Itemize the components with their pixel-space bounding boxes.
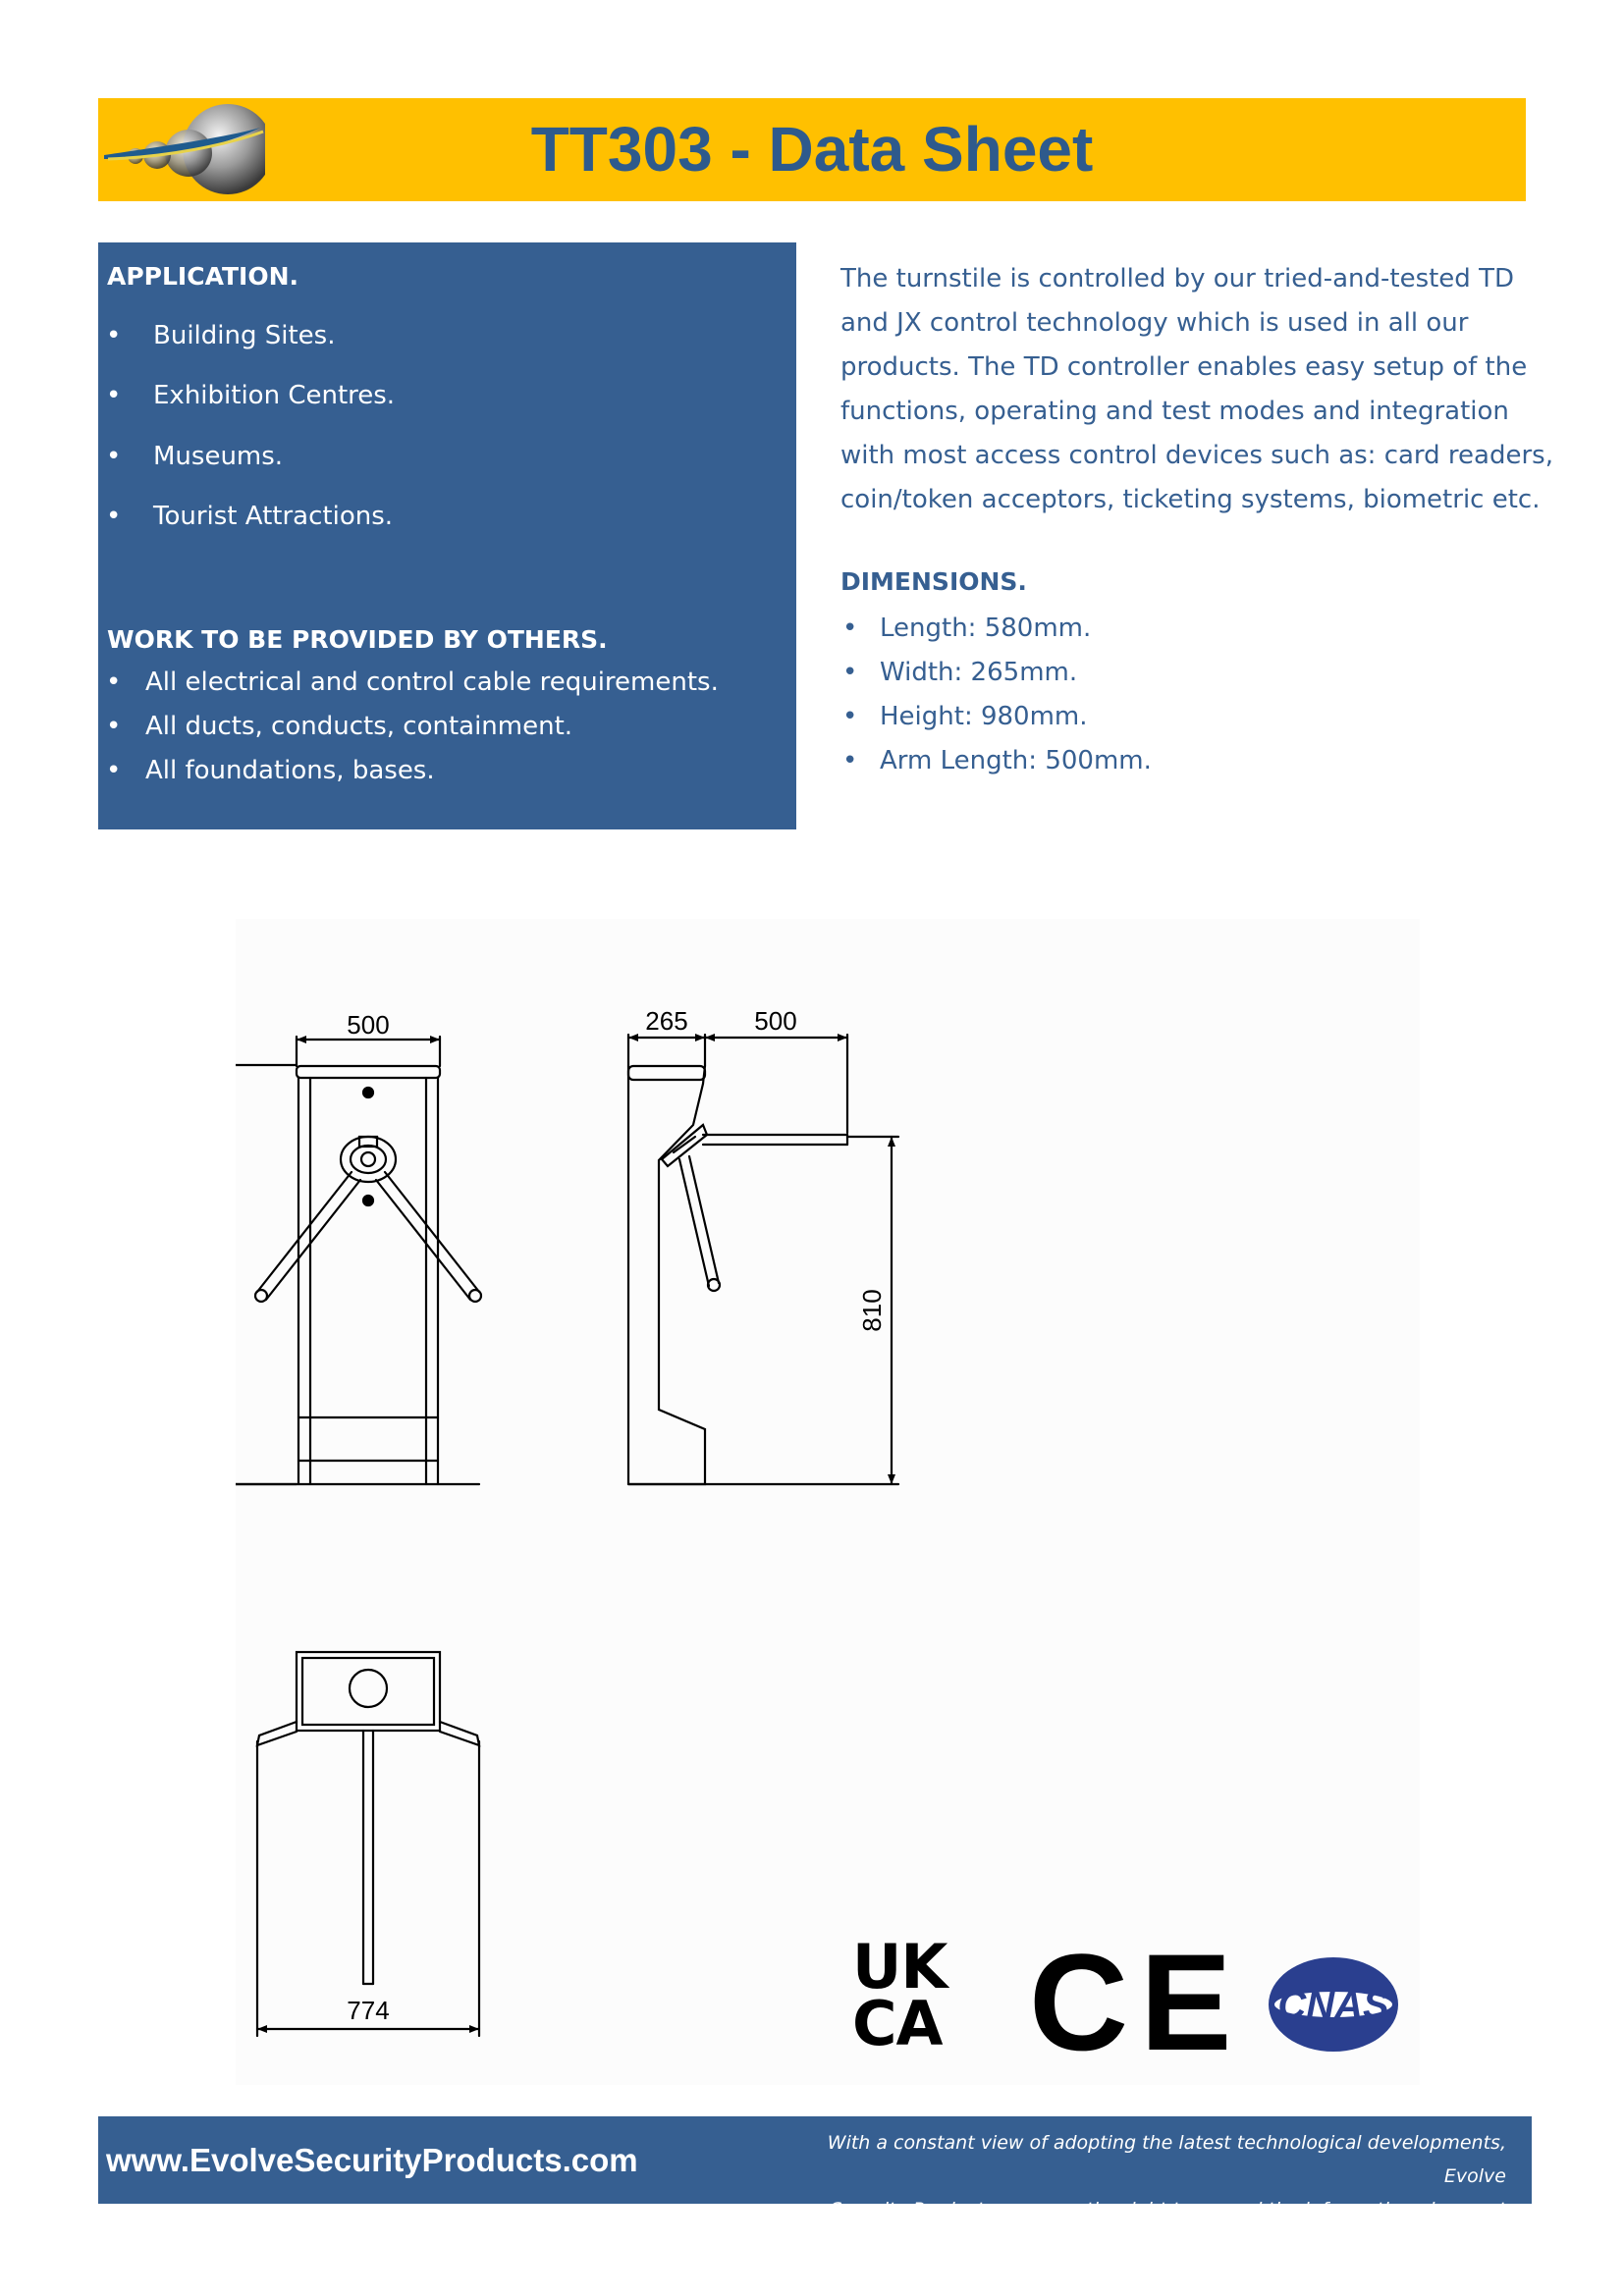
side-depth-label: 265 bbox=[645, 1006, 687, 1036]
side-arm-label: 500 bbox=[754, 1006, 796, 1036]
list-item: •Width: 265mm. bbox=[842, 658, 1078, 687]
dimensions-heading: DIMENSIONS. bbox=[840, 567, 1027, 596]
ukca-mark-icon: UK CA bbox=[852, 1931, 947, 2059]
description-block: The turnstile is controlled by our tried… bbox=[840, 257, 1553, 522]
page-title: TT303 - Data Sheet bbox=[530, 114, 1094, 185]
header-banner: TT303 - Data Sheet bbox=[98, 98, 1526, 201]
footer-disclaimer: With a constant view of adopting the lat… bbox=[827, 2132, 1506, 2254]
top-width-label: 774 bbox=[347, 1996, 389, 2025]
side-arm-height-label: 810 bbox=[857, 1289, 887, 1331]
turnstile-drawing: 500 980 265 500 810 774 bbox=[236, 1006, 900, 2038]
ce-mark-icon: CE bbox=[1029, 1925, 1244, 2079]
application-heading: APPLICATION. bbox=[107, 262, 299, 291]
application-panel: APPLICATION. •Building Sites. •Exhibitio… bbox=[98, 242, 796, 829]
description-paragraph: The turnstile is controlled by our tried… bbox=[840, 264, 1553, 514]
list-item: •Height: 980mm. bbox=[842, 702, 1088, 731]
website-link[interactable]: www.EvolveSecurityProducts.com bbox=[106, 2142, 638, 2178]
list-item: •Arm Length: 500mm. bbox=[842, 746, 1152, 775]
globe-swoosh-logo-icon bbox=[104, 104, 265, 194]
certification-marks: UK CA CE CNAS bbox=[852, 1925, 1412, 2079]
work-by-others-heading: WORK TO BE PROVIDED BY OTHERS. bbox=[107, 625, 608, 654]
technical-drawing: 500 980 265 500 810 774 bbox=[236, 919, 1420, 2085]
footer: www.EvolveSecurityProducts.com With a co… bbox=[98, 2116, 1532, 2254]
cnas-mark-icon: CNAS bbox=[1265, 1953, 1402, 2056]
list-item: •Length: 580mm. bbox=[842, 614, 1092, 643]
front-width-label: 500 bbox=[347, 1010, 389, 1040]
